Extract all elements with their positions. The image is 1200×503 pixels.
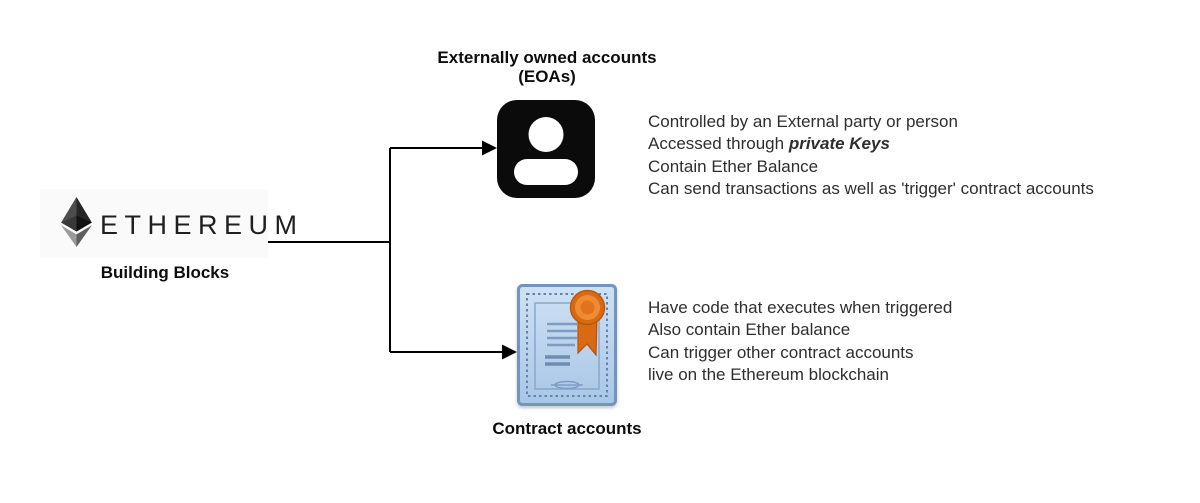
arrowhead-to-eoa: [482, 140, 497, 156]
brand-subtitle: Building Blocks: [100, 263, 230, 282]
eoa-point: Can send transactions as well as 'trigge…: [648, 179, 1094, 199]
eoa-title-line1: Externally owned accounts: [437, 48, 657, 67]
private-keys-emphasis: private Keys: [788, 134, 890, 154]
eoa-point: Contain Ether Balance: [648, 156, 819, 176]
eoa-point: Accessed through private Keys: [648, 134, 890, 154]
brand-name: ETHEREUM: [100, 210, 304, 240]
person-icon: [497, 100, 595, 198]
ribbon-seal: [569, 289, 606, 357]
contract-point: live on the Ethereum blockchain: [648, 365, 889, 385]
ethereum-diamond-icon: [61, 197, 92, 247]
contract-accounts-label: Contract accounts: [492, 419, 642, 438]
contract-point: Have code that executes when triggered: [648, 298, 953, 317]
eoa-title: Externally owned accounts (EOAs): [417, 48, 677, 86]
certificate-icon: [517, 284, 617, 406]
contract-point: Also contain Ether balance: [648, 320, 851, 340]
eoa-points: Controlled by an External party or perso…: [648, 111, 1094, 201]
contract-point: Can trigger other contract accounts: [648, 342, 914, 362]
eoa-title-line2: (EOAs): [518, 67, 576, 86]
eoa-point: Controlled by an External party or perso…: [648, 112, 958, 131]
contract-points: Have code that executes when triggered A…: [648, 297, 952, 387]
arrowhead-to-contract: [502, 344, 517, 360]
